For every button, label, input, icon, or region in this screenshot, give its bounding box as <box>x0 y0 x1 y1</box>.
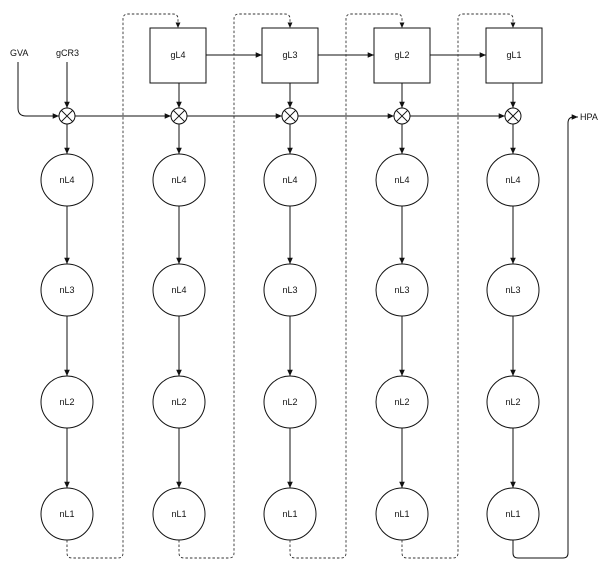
gva-input-arrow <box>17 62 59 119</box>
nested-level-label: nL4 <box>505 175 520 185</box>
adder-junction <box>58 107 76 125</box>
nested-walk-column-2: nL4 nL4 nL2 nL1 <box>152 153 206 541</box>
nested-walk-arrows <box>64 206 516 488</box>
guest-level-box-gl1: gL1 <box>485 27 543 84</box>
guest-level-label: gL2 <box>394 50 409 60</box>
nested-walk-column-3: nL4 nL3 nL2 nL1 <box>263 153 317 541</box>
nested-walk-column-1: nL4 nL3 nL2 nL1 <box>40 153 94 541</box>
gva-label: GVA <box>10 48 28 58</box>
nested-level-label: nL1 <box>171 509 186 519</box>
feedback-loop-dashed <box>401 13 516 559</box>
nested-level-label: nL2 <box>505 397 520 407</box>
nested-level-label: nL1 <box>505 509 520 519</box>
gcr3-label: gCR3 <box>56 48 79 58</box>
nested-level-label: nL2 <box>59 397 74 407</box>
nested-level-label: nL2 <box>171 397 186 407</box>
nested-level-label: nL1 <box>59 509 74 519</box>
guest-level-label: gL1 <box>506 50 521 60</box>
hpa-label: HPA <box>580 112 598 122</box>
nested-level-label: nL2 <box>394 397 409 407</box>
nested-level-label: nL4 <box>394 175 409 185</box>
guest-level-box-gl4: gL4 <box>149 27 207 84</box>
nested-level-label: nL4 <box>282 175 297 185</box>
feedback-loop-dashed <box>66 13 181 559</box>
nested-level-label: nL1 <box>394 509 409 519</box>
guest-level-box-gl3: gL3 <box>261 27 319 84</box>
hpa-output-arrow <box>512 114 578 559</box>
guest-level-box-gl2: gL2 <box>373 27 431 84</box>
nested-level-label: nL1 <box>282 509 297 519</box>
adder-junction <box>170 107 188 125</box>
feedback-loop-dashed <box>289 13 405 559</box>
nested-level-label: nL4 <box>171 285 186 295</box>
nested-level-label: nL3 <box>394 285 409 295</box>
nested-level-label: nL4 <box>59 175 74 185</box>
nested-level-label: nL3 <box>505 285 520 295</box>
guest-level-label: gL3 <box>282 50 297 60</box>
adder-junction <box>281 107 299 125</box>
adder-junction <box>504 107 522 125</box>
guest-level-label: gL4 <box>170 50 185 60</box>
nested-level-label: nL2 <box>282 397 297 407</box>
adder-junction <box>393 107 411 125</box>
nested-level-label: nL4 <box>171 175 186 185</box>
nested-level-label: nL3 <box>282 285 297 295</box>
feedback-loop-dashed <box>178 13 293 559</box>
nested-level-label: nL3 <box>59 285 74 295</box>
